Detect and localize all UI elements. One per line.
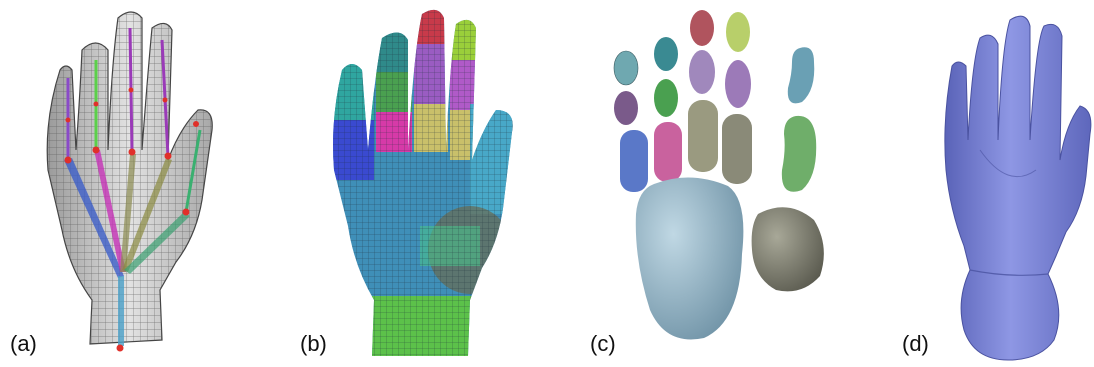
panel-b-label: (b) [300, 331, 327, 357]
panel-c-label: (c) [590, 331, 616, 357]
panel-a-label: (a) [10, 331, 37, 357]
panel-a: (a) [0, 0, 270, 367]
wireframe-hand-skeleton [0, 0, 270, 367]
panel-c: (c) [580, 0, 840, 367]
segment-blobs [614, 10, 824, 339]
panel-b: (b) [290, 0, 560, 367]
panel-d: (d) [840, 0, 1094, 367]
smooth-hand [840, 0, 1094, 367]
panel-d-label: (d) [902, 331, 929, 357]
exploded-segments [580, 0, 840, 367]
hand-surface [945, 16, 1091, 360]
segmented-hand-mesh [290, 0, 560, 367]
segment-regions [290, 0, 560, 367]
